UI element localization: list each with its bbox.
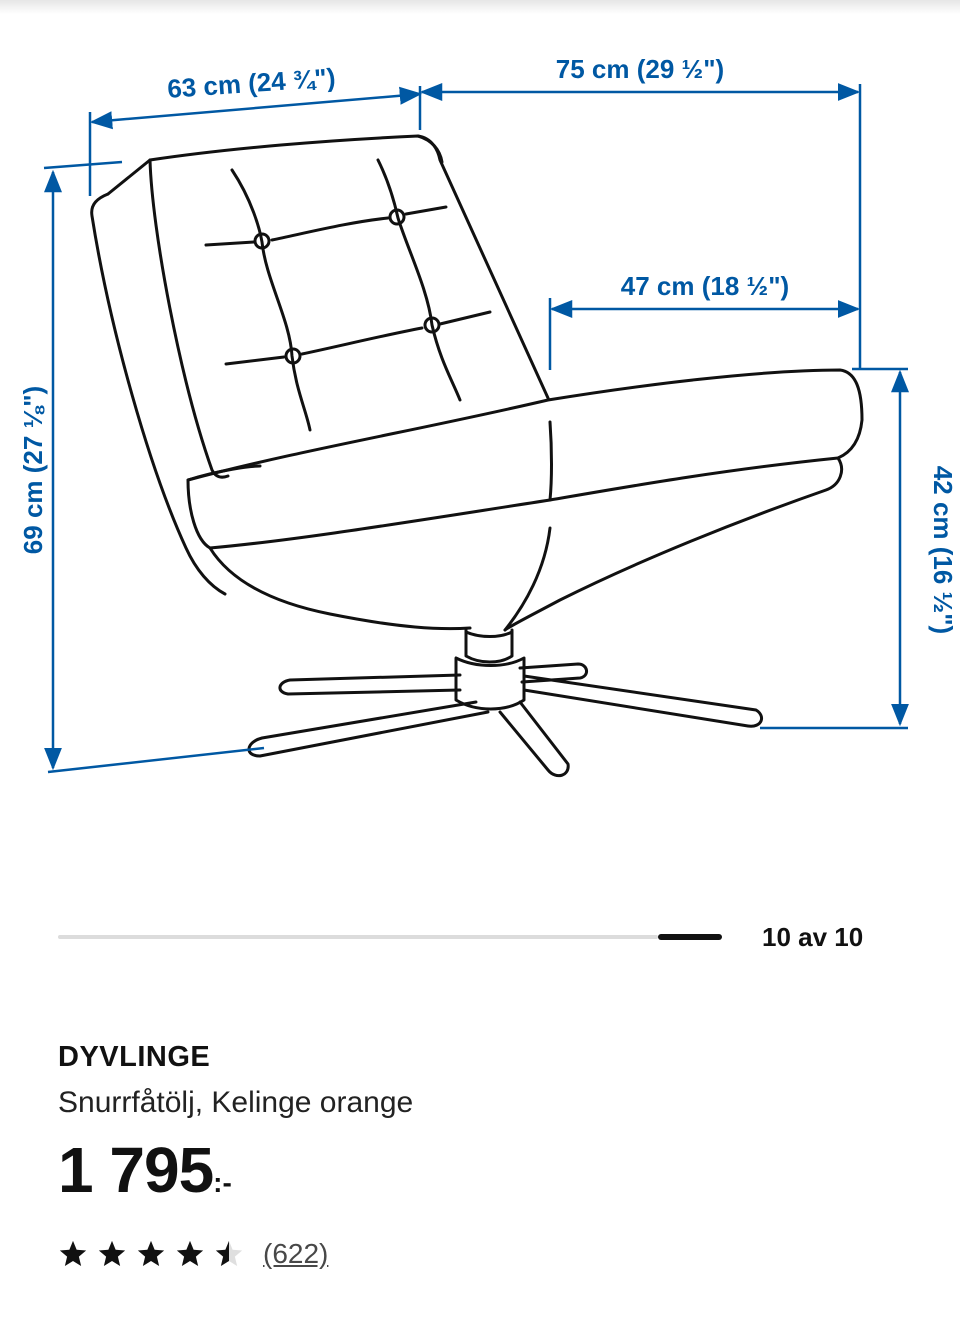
depth-arrow — [89, 86, 423, 130]
dimension-seat-depth-label: 47 cm (18 ½") — [621, 271, 789, 301]
gallery-pager: 10 av 10 — [58, 922, 888, 956]
product-rating[interactable]: (622) — [58, 1236, 918, 1272]
product-info: DYVLINGE Snurrfåtölj, Kelinge orange 1 7… — [58, 1038, 918, 1272]
dimension-lines — [43, 83, 909, 774]
review-count-link[interactable]: (622) — [263, 1238, 329, 1269]
star-icon — [59, 1240, 87, 1266]
star-icon — [176, 1240, 204, 1266]
dimension-width-label: 75 cm (29 ½") — [556, 54, 724, 84]
product-name: DYVLINGE — [58, 1041, 211, 1073]
dimension-drawing: 63 cm (24 ¾") 75 cm (29 ½") 47 cm (18 ½"… — [18, 54, 958, 778]
dimension-depth-label: 63 cm (24 ¾") — [166, 62, 336, 104]
star-icon — [98, 1240, 126, 1266]
dimension-height-label: 69 cm (27 ⅛") — [18, 386, 48, 554]
star-icon — [137, 1240, 165, 1266]
top-shadow — [0, 0, 960, 14]
gallery-progress-track[interactable] — [58, 935, 658, 939]
gallery-counter: 10 av 10 — [762, 922, 864, 952]
product-description: Snurrfåtölj, Kelinge orange — [58, 1086, 414, 1119]
product-price: 1 795:- — [58, 1136, 918, 1222]
chair-illustration — [90, 134, 864, 778]
gallery-progress-thumb[interactable] — [658, 934, 722, 940]
rating-stars — [58, 1239, 253, 1269]
price-amount: 1 795 — [58, 1134, 214, 1206]
dimension-seat-height-label: 42 cm (16 ½") — [928, 466, 958, 634]
star-half-icon — [215, 1240, 243, 1266]
price-suffix: :- — [213, 1167, 232, 1198]
